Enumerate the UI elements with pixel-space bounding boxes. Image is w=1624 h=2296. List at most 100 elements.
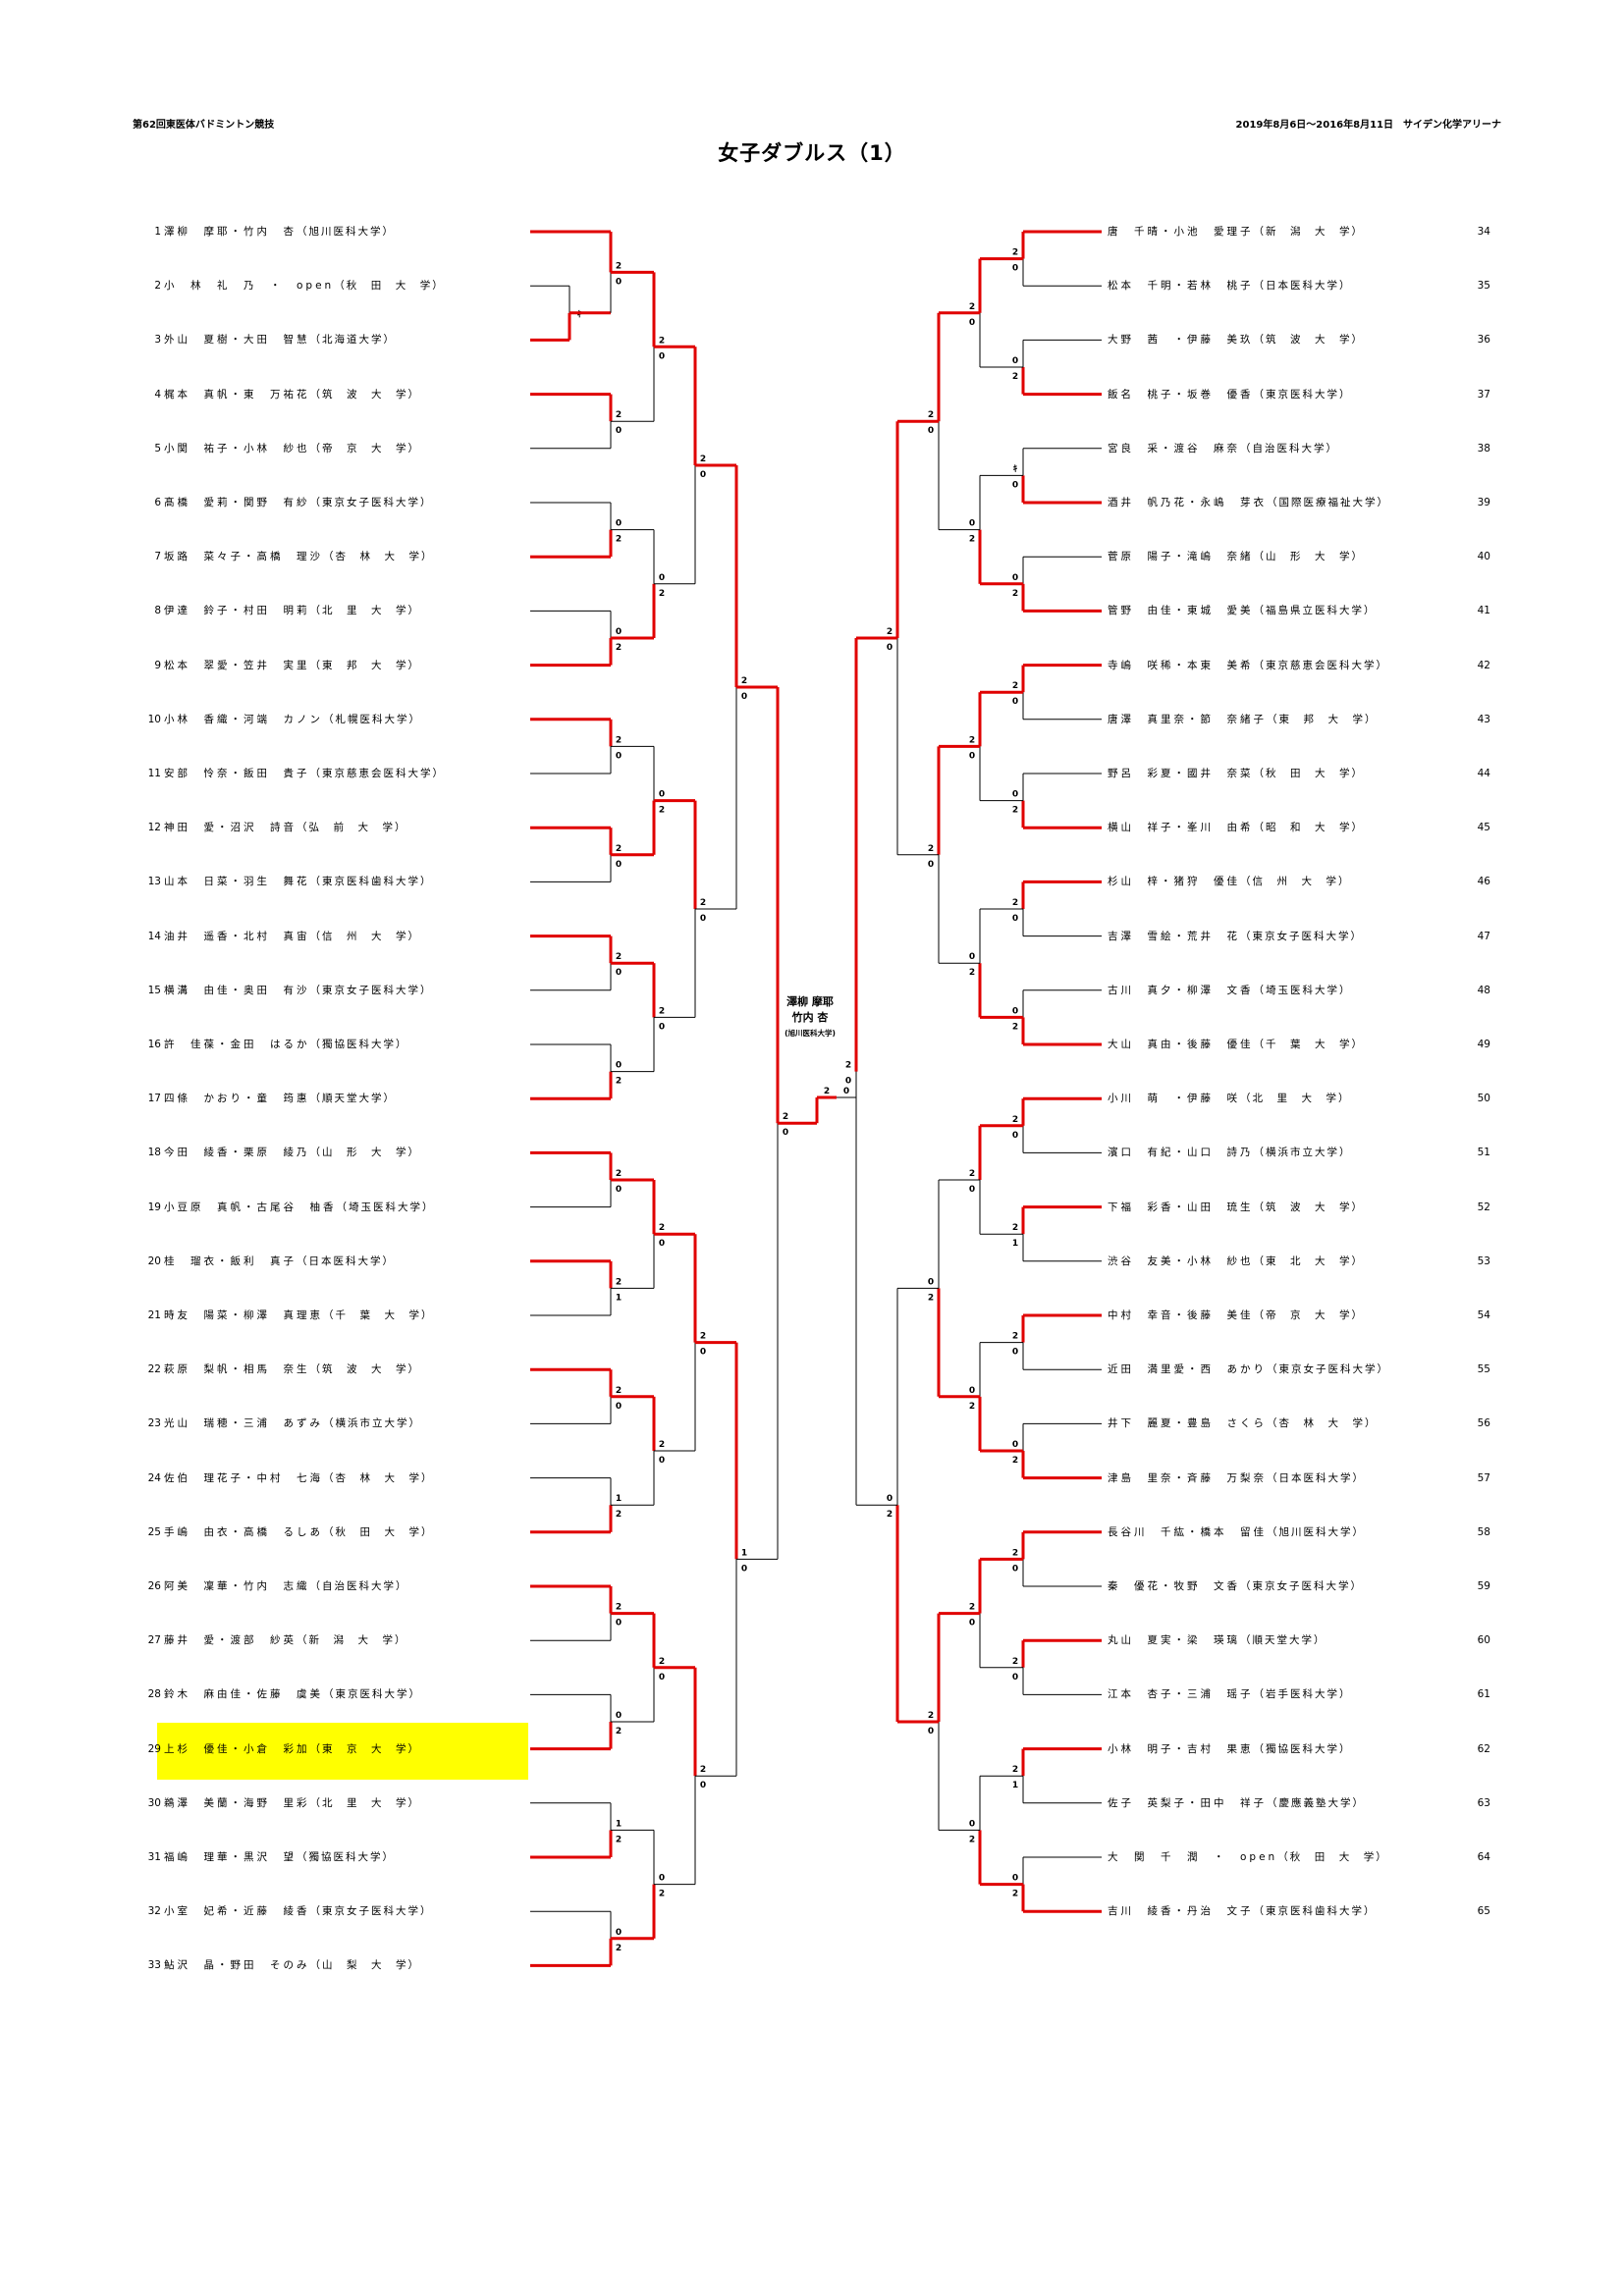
player-names: 今田 綾香・栗原 綾乃 bbox=[164, 1147, 310, 1159]
entry-number: 36 bbox=[1477, 334, 1490, 347]
score-label-77: 0 bbox=[1012, 1006, 1018, 1016]
university: （獨協医科大学） bbox=[297, 1851, 395, 1863]
player-names: 小室 妃希・近藤 綾香 bbox=[164, 1905, 310, 1918]
score-label-1: 2 bbox=[616, 261, 622, 271]
score-label-60: 0 bbox=[741, 1564, 747, 1574]
university: （日本医科大学） bbox=[1267, 1471, 1365, 1484]
entry-number: 3 bbox=[154, 334, 161, 347]
entry-number: 52 bbox=[1477, 1201, 1490, 1213]
score-label-75: 2 bbox=[1012, 898, 1018, 908]
entry-64: 大 関 千 潤 ・ open（秋 田 大 学）64 bbox=[1108, 1850, 1490, 1864]
university: （自治医科大学） bbox=[1240, 442, 1338, 454]
player-names: 濱口 有紀・山口 詩乃 bbox=[1108, 1147, 1254, 1159]
player-names: 梶本 真帆・東 万祐花 bbox=[164, 388, 310, 400]
entry-46: 杉山 梓・猪狩 優佳（信 州 大 学）46 bbox=[1108, 875, 1490, 888]
score-label-104: 0 bbox=[969, 1185, 975, 1195]
champion-line1: 澤柳 摩耶 bbox=[786, 995, 834, 1008]
score-label-6: 2 bbox=[616, 535, 622, 545]
score-label-4: 0 bbox=[616, 426, 622, 436]
entry-62: 小林 明子・吉村 果恵（獨協医科大学）62 bbox=[1108, 1742, 1490, 1756]
score-label-40: 0 bbox=[659, 1022, 665, 1032]
university: （帝 京 大 学） bbox=[309, 442, 420, 454]
score-label-89: 2 bbox=[1012, 1657, 1018, 1667]
champion-box: 澤柳 摩耶 竹内 杏 (旭川医科大学) bbox=[761, 994, 859, 1041]
score-label-100: 0 bbox=[969, 751, 975, 761]
university: （東京医科歯科大学） bbox=[309, 876, 433, 888]
university: （筑 波 大 学） bbox=[1253, 334, 1364, 347]
score-label-74: 2 bbox=[1012, 806, 1018, 816]
entry-45: 横山 祥子・峯川 由希（昭 和 大 学）45 bbox=[1108, 821, 1490, 834]
university: （千 葉 大 学） bbox=[323, 1309, 434, 1321]
score-label-5: 0 bbox=[616, 519, 622, 529]
player-names: 鵜澤 美蘭・海野 里彩 bbox=[164, 1796, 310, 1809]
score-label-113: 2 bbox=[928, 844, 934, 854]
university: （筑 波 大 学） bbox=[309, 1363, 420, 1376]
university: （旭川医科大学） bbox=[1267, 1525, 1365, 1538]
entry-52: 下福 彩香・山田 琉生（筑 波 大 学）52 bbox=[1108, 1201, 1490, 1214]
player-names: 下福 彩香・山田 琉生 bbox=[1108, 1201, 1254, 1213]
score-label-56: 0 bbox=[700, 1781, 706, 1790]
champion-university: (旭川医科大学) bbox=[785, 1029, 836, 1038]
university: （獨協医科大学） bbox=[309, 1039, 408, 1050]
score-label-88: 0 bbox=[1012, 1564, 1018, 1574]
player-names: 萩原 梨帆・相馬 奈生 bbox=[164, 1363, 310, 1376]
entry-number: 54 bbox=[1477, 1309, 1490, 1321]
entry-38: 宮良 采・渡谷 麻奈（自治医科大学）38 bbox=[1108, 442, 1490, 455]
university: （新 潟 大 学） bbox=[1253, 226, 1364, 238]
entry-number: 11 bbox=[147, 768, 161, 779]
player-names: 時友 陽菜・柳澤 真理恵 bbox=[164, 1309, 323, 1321]
player-names: 髙橋 愛莉・関野 有紗 bbox=[164, 497, 310, 508]
university: （杏 林 大 学） bbox=[323, 1471, 434, 1484]
university: （国際医療福祉大学） bbox=[1267, 497, 1389, 508]
player-names: 唐澤 真里奈・節 奈緒子 bbox=[1108, 713, 1267, 725]
university: （信 州 大 学） bbox=[1240, 876, 1351, 888]
score-label-49: 2 bbox=[700, 454, 706, 464]
score-label-27: 0 bbox=[616, 1711, 622, 1721]
entry-number: 49 bbox=[1477, 1039, 1490, 1050]
entry-number: 57 bbox=[1477, 1471, 1490, 1484]
university: （慶應義塾大学） bbox=[1267, 1796, 1365, 1809]
score-label-30: 2 bbox=[616, 1835, 622, 1844]
entry-number: 12 bbox=[147, 822, 161, 834]
score-label-125: 2 bbox=[824, 1087, 830, 1096]
score-label-122: 2 bbox=[887, 1510, 893, 1520]
score-label-46: 0 bbox=[659, 1673, 665, 1682]
score-label-44: 0 bbox=[659, 1456, 665, 1466]
score-label-117: 2 bbox=[928, 1711, 934, 1721]
entry-number: 5 bbox=[154, 442, 161, 454]
player-names: 安部 怜奈・飯田 貴子 bbox=[164, 768, 310, 779]
entry-number: 20 bbox=[147, 1255, 161, 1267]
entry-number: 19 bbox=[147, 1201, 161, 1213]
entry-number: 38 bbox=[1477, 442, 1490, 454]
entry-63: 佐子 英梨子・田中 祥子（慶應義塾大学）63 bbox=[1108, 1796, 1490, 1810]
score-label-61: 2 bbox=[783, 1112, 788, 1122]
university: （昭 和 大 学） bbox=[1253, 822, 1364, 834]
score-label-23: 1 bbox=[616, 1494, 622, 1504]
entry-number: 32 bbox=[147, 1905, 161, 1918]
score-label-28: 2 bbox=[616, 1727, 622, 1736]
entry-37: 飯名 桃子・坂巻 優香（東京医科大学）37 bbox=[1108, 388, 1490, 401]
university: （東 邦 大 学） bbox=[1267, 713, 1378, 725]
score-label-85: 0 bbox=[1012, 1440, 1018, 1450]
university: （信 州 大 学） bbox=[309, 930, 420, 942]
university: （順天堂大学） bbox=[1240, 1634, 1326, 1647]
score-label-15: 0 bbox=[616, 1061, 622, 1071]
player-names: 大 関 千 潤 ・ open bbox=[1108, 1851, 1278, 1863]
player-names: 小豆原 真帆・古尾谷 柚香 bbox=[164, 1201, 337, 1213]
entry-59: 秦 優花・牧野 文香（東京女子医科大学）59 bbox=[1108, 1579, 1490, 1593]
entry-60: 丸山 夏実・梁 瑛璃（順天堂大学）60 bbox=[1108, 1633, 1490, 1647]
entry-number: 53 bbox=[1477, 1255, 1490, 1267]
player-names: 鈴木 麻由佳・佐藤 虞美 bbox=[164, 1688, 323, 1701]
university: （北 里 大 学） bbox=[309, 605, 420, 617]
university: （新 潟 大 学） bbox=[297, 1634, 407, 1647]
score-label-38: 2 bbox=[659, 806, 665, 816]
score-label-115: 0 bbox=[928, 1277, 934, 1287]
entry-number: 64 bbox=[1477, 1851, 1490, 1863]
